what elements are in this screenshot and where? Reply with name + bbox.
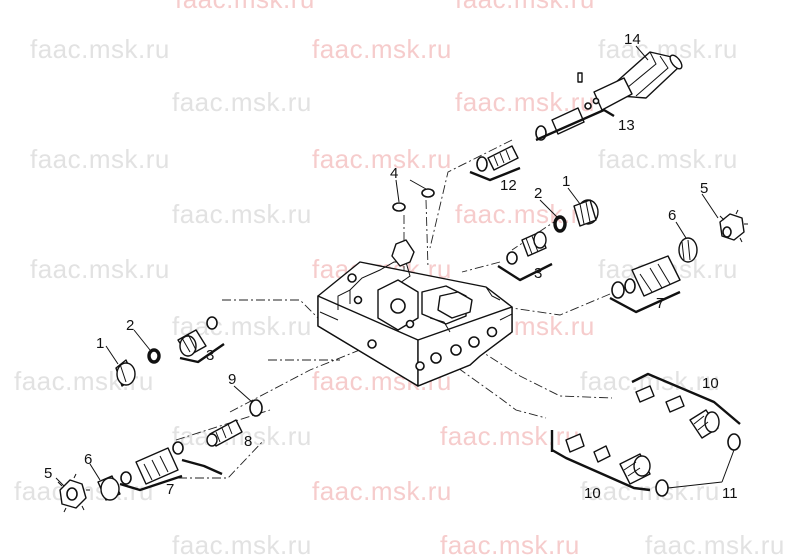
valve-cap-1-left — [115, 359, 136, 387]
callout-11: 11 — [722, 485, 738, 502]
callout-3-left: 3 — [206, 347, 214, 364]
callout-7-right: 7 — [656, 295, 664, 312]
callout-2-left: 2 — [126, 317, 134, 334]
callout-10-lower: 10 — [584, 485, 601, 502]
callout-9: 9 — [228, 371, 236, 388]
watermark-text: faac.msk.ru — [172, 199, 312, 229]
adjuster-screw-12 — [476, 145, 519, 172]
watermark-text: faac.msk.ru — [30, 144, 170, 174]
o-ring-9 — [249, 399, 263, 417]
valve-screw-8 — [206, 419, 243, 447]
group-braces — [119, 108, 741, 492]
callout-1-upper: 1 — [562, 173, 570, 190]
callout-13: 13 — [618, 117, 635, 134]
valve-block — [317, 239, 513, 387]
watermark-text: faac.msk.ru — [30, 34, 170, 64]
valve-cap-6-right — [678, 237, 698, 263]
assembly-lines — [175, 139, 613, 479]
callout-14: 14 — [624, 31, 641, 48]
callout-4: 4 — [390, 165, 398, 182]
leader-lines — [55, 45, 735, 489]
pilot-piston-13 — [535, 72, 633, 141]
valve-cartridge-14 — [613, 51, 683, 99]
callout-10-upper: 10 — [702, 375, 719, 392]
washer-2-upper — [553, 215, 567, 233]
star-knob-5-left — [57, 473, 90, 513]
watermark-text: faac.msk.ru — [598, 144, 738, 174]
watermark-text: faac.msk.ru — [455, 199, 595, 229]
o-rings-4 — [392, 188, 435, 212]
spool-7-right — [611, 255, 681, 299]
watermark-text: faac.msk.ru — [30, 254, 170, 284]
valve-cap-6-left — [97, 475, 121, 501]
watermark-text: faac.msk.ru — [312, 34, 452, 64]
callout-numbers: 14 13 12 4 2 1 5 6 3 7 2 1 3 9 8 5 6 7 1… — [44, 31, 738, 502]
watermark-text: faac.msk.ru — [172, 421, 312, 451]
watermark-text: faac.msk.ru — [175, 0, 315, 15]
valve-cap-1-upper — [573, 199, 599, 227]
star-knob-5-right — [719, 209, 748, 243]
watermark-text: faac.msk.ru — [172, 530, 312, 560]
washer-2-left — [147, 348, 161, 364]
spool-7-left — [120, 441, 184, 485]
watermark-text: faac.msk.ru — [312, 476, 452, 506]
valve-insert-3-upper — [506, 231, 547, 265]
callout-8: 8 — [244, 433, 252, 450]
watermark-text: faac.msk.ru — [172, 87, 312, 117]
watermark-text: faac.msk.ru — [440, 530, 580, 560]
callout-5-left: 5 — [44, 465, 52, 482]
adjuster-assembly-10-lower — [565, 433, 651, 485]
callout-1-left: 1 — [96, 335, 104, 352]
callout-2-upper: 2 — [534, 185, 542, 202]
watermark-text: faac.msk.ru — [312, 144, 452, 174]
watermark-text: faac.msk.ru — [440, 421, 580, 451]
o-rings-11 — [655, 433, 741, 497]
callout-6-right: 6 — [668, 207, 676, 224]
adjuster-assembly-10-upper — [635, 385, 720, 439]
callout-3-upper: 3 — [534, 265, 542, 282]
callout-12: 12 — [500, 177, 517, 194]
callout-5-right: 5 — [700, 180, 708, 197]
watermark-text: faac.msk.ru — [645, 530, 785, 560]
callout-7-left: 7 — [166, 481, 174, 498]
watermark-text: faac.msk.ru — [455, 0, 595, 15]
callout-6-left: 6 — [84, 451, 92, 468]
valve-insert-3-left — [177, 316, 218, 357]
